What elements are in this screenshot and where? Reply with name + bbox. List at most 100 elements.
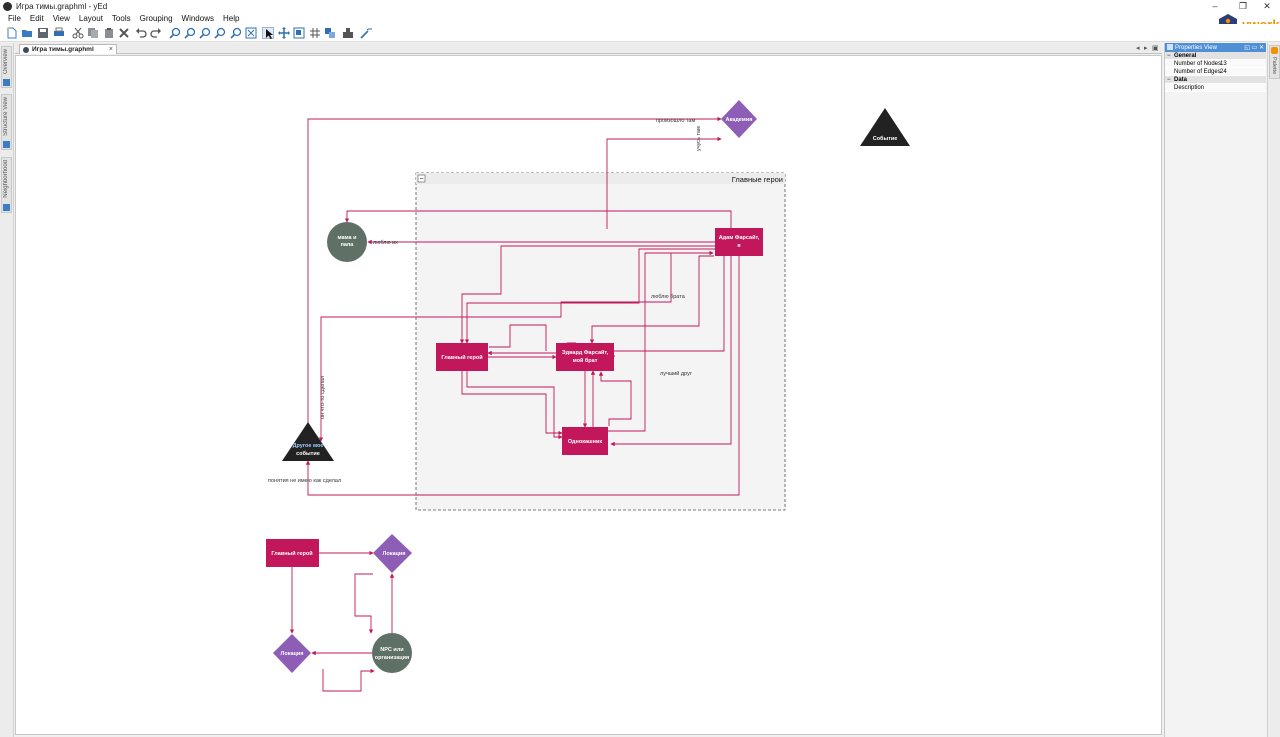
node-label-line1: NPC или [380, 647, 403, 653]
edit-mode-icon[interactable] [262, 27, 274, 39]
section-general[interactable]: − General [1165, 52, 1266, 60]
edge-adam-geroi1-a[interactable] [459, 245, 715, 344]
save-icon[interactable] [37, 27, 49, 39]
tab-scroll-left-icon[interactable]: ◂ [1136, 45, 1140, 52]
property-key: Number of Edges [1174, 68, 1221, 75]
node-label-line1: Эдвард Фарсайт, [562, 349, 609, 356]
group-collapse-icon[interactable] [417, 174, 426, 183]
navigate-mode-icon[interactable] [293, 27, 305, 39]
maximize-button[interactable]: ❐ [1238, 0, 1248, 11]
menu-file[interactable]: File [8, 13, 21, 23]
undo-icon[interactable] [135, 27, 147, 39]
zoom-in-icon[interactable] [169, 27, 181, 39]
graph-canvas[interactable]: − Главные герои [15, 55, 1162, 735]
copy-icon[interactable] [87, 27, 99, 39]
node-lokacia1[interactable]: Локация [373, 534, 412, 573]
print-icon[interactable] [53, 27, 65, 39]
node-edvard[interactable]: Эдвард Фарсайт, мой брат [556, 343, 614, 371]
property-row[interactable]: Description [1165, 84, 1266, 92]
node-odnokashnik[interactable]: Однокашник [562, 427, 608, 455]
edges [289, 116, 740, 692]
properties-view-title: Properties View [1175, 44, 1217, 51]
node-mama[interactable]: мама и папа [327, 222, 367, 262]
section-data[interactable]: − Data [1165, 76, 1266, 84]
edge-adam-mama[interactable] [344, 210, 732, 228]
edge-edvard-geroi1-loop[interactable] [489, 324, 547, 351]
collapse-general-icon[interactable]: − [1167, 52, 1171, 59]
group-toggle-label: − [419, 176, 423, 183]
group-label: Главные герои [732, 175, 783, 184]
menu-help[interactable]: Help [222, 13, 240, 23]
group-main-heroes[interactable]: − Главные герои [415, 172, 786, 511]
zoom-selection-icon[interactable] [214, 27, 226, 39]
node-akademia[interactable]: Академия [721, 100, 757, 138]
overview-tab-label: Overview [3, 49, 9, 75]
paste-icon[interactable] [103, 27, 115, 39]
graph-file-icon [23, 46, 29, 53]
grid-icon[interactable] [309, 27, 321, 39]
node-drugoe[interactable]: Другое мое событие [282, 422, 334, 461]
property-value: 24 [1220, 68, 1227, 75]
edge-adam-akademia[interactable] [606, 136, 722, 229]
edge-geroi1-odnokashnik[interactable] [461, 371, 563, 436]
structure-view-tab[interactable]: Structure View [1, 94, 12, 150]
cut-icon[interactable] [72, 27, 84, 39]
node-label: Главный герой [271, 550, 312, 557]
neighborhood-tab[interactable]: Neighborhood [1, 157, 12, 213]
magic-wand-icon[interactable] [360, 27, 372, 39]
fit-content-icon[interactable] [245, 27, 257, 39]
document-tab[interactable]: Игра тимы.graphml × [19, 44, 117, 54]
edge-drugoe-akademia[interactable] [307, 116, 722, 433]
redo-icon[interactable] [150, 27, 162, 39]
delete-icon[interactable] [118, 27, 130, 39]
document-tab-title: Игра тимы.graphml [32, 46, 94, 53]
open-folder-icon[interactable] [21, 27, 33, 39]
menu-windows[interactable]: Windows [181, 13, 214, 23]
palette-tab[interactable]: Palette [1269, 45, 1280, 79]
node-label: Локация [382, 551, 405, 557]
graph-svg[interactable]: − Главные герои [16, 56, 1163, 736]
menu-edit[interactable]: Edit [29, 13, 44, 23]
minimize-button[interactable]: – [1212, 1, 1218, 11]
edge-adam-drugoe-b[interactable] [305, 256, 740, 496]
edge-adam-odnokashnik[interactable] [610, 256, 732, 447]
menu-tools[interactable]: Tools [111, 13, 131, 23]
node-sobytie[interactable]: Событие [860, 108, 910, 146]
snap-icon[interactable] [324, 27, 336, 39]
new-document-icon[interactable] [6, 27, 18, 39]
tab-scroll-right-icon[interactable]: ▸ [1144, 45, 1148, 52]
node-npc[interactable]: NPC или организация [372, 633, 412, 673]
edge-lokacia2-npc[interactable] [322, 668, 375, 692]
zoom-out-icon[interactable] [184, 27, 196, 39]
tab-list-icon[interactable]: ▣ [1152, 45, 1159, 52]
node-adam[interactable]: Адам Фарсайт, я [715, 228, 763, 256]
move-mode-icon[interactable] [278, 27, 290, 39]
edge-label-ponyatia: понятия не имею как сделал [268, 478, 341, 484]
structure-view-tab-label: Structure View [3, 97, 9, 136]
menu-view[interactable]: View [52, 13, 70, 23]
menu-bar: File Edit View Layout Tools Grouping Win… [0, 12, 1280, 24]
node-lokacia2[interactable]: Локация [273, 634, 311, 673]
node-geroi2[interactable]: Главный герой [266, 539, 319, 567]
collapse-data-icon[interactable]: − [1167, 76, 1171, 83]
edge-geroi1-odnokashnik-b[interactable] [466, 371, 563, 440]
window-title: Игра тимы.graphml - yEd [16, 1, 108, 11]
title-bar: Игра тимы.graphml - yEd – ❐ ✕ [0, 0, 1280, 12]
overview-tab[interactable]: Overview [1, 46, 12, 88]
edge-odnokashnik-edvard-b[interactable] [598, 371, 632, 426]
edge-adam-edvard[interactable] [589, 255, 714, 344]
close-tab-icon[interactable]: × [108, 46, 113, 53]
layout-icon[interactable] [342, 27, 354, 39]
node-geroi1[interactable]: Главный герой [436, 343, 488, 371]
zoom-actual-icon[interactable] [199, 27, 211, 39]
menu-grouping[interactable]: Grouping [139, 13, 173, 23]
panel-window-controls-icon[interactable]: ◱ ▭ ✕ [1244, 45, 1264, 51]
edge-adam-geroi1-b[interactable] [464, 248, 715, 344]
menu-layout[interactable]: Layout [78, 13, 103, 23]
close-window-button[interactable]: ✕ [1263, 0, 1271, 11]
edge-lokacia1-npc[interactable] [354, 573, 374, 634]
edge-odnokashnik-adam[interactable] [608, 250, 714, 432]
node-label-line2: папа [341, 242, 355, 248]
zoom-area-icon[interactable] [230, 27, 242, 39]
node-label: Академия [726, 117, 753, 123]
